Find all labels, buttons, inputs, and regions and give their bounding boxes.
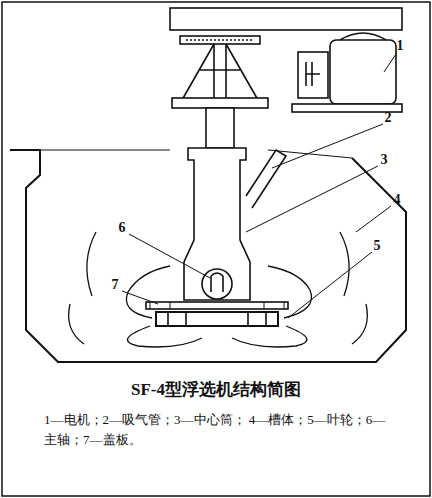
top-plate <box>170 8 402 30</box>
cover-ribs <box>150 302 284 309</box>
impeller <box>156 312 278 326</box>
diagram-caption: 1—电机；2—吸气管；3—中心筒； 4—槽体；5—叶轮；6—主轴；7—盖板。 <box>44 410 394 450</box>
callout-number: 4 <box>394 193 401 207</box>
callout-number: 5 <box>374 239 381 253</box>
pulley-teeth <box>186 39 254 41</box>
bearing-stand <box>182 44 258 100</box>
callout-number: 1 <box>397 39 404 53</box>
diagram-title: SF-4型浮选机结构简图 <box>0 378 432 401</box>
callout-number: 3 <box>381 153 388 167</box>
motor <box>330 40 396 104</box>
impeller-blades <box>168 312 266 326</box>
motor-top <box>340 33 386 40</box>
callout-number: 6 <box>119 221 126 235</box>
air-pipe <box>246 150 286 208</box>
shaft-section <box>211 273 223 292</box>
stand-base <box>172 98 268 108</box>
callout-number: 7 <box>112 278 119 292</box>
shaft-column <box>206 108 234 148</box>
flow-lines <box>69 232 368 347</box>
cover-plate <box>146 302 288 309</box>
central-tube <box>184 148 250 300</box>
motor-terminal <box>306 62 320 86</box>
leader-lines <box>122 54 396 318</box>
motor-box <box>298 52 328 98</box>
callout-number: 2 <box>385 111 392 125</box>
main-shaft <box>202 269 232 299</box>
pulley <box>180 36 260 44</box>
